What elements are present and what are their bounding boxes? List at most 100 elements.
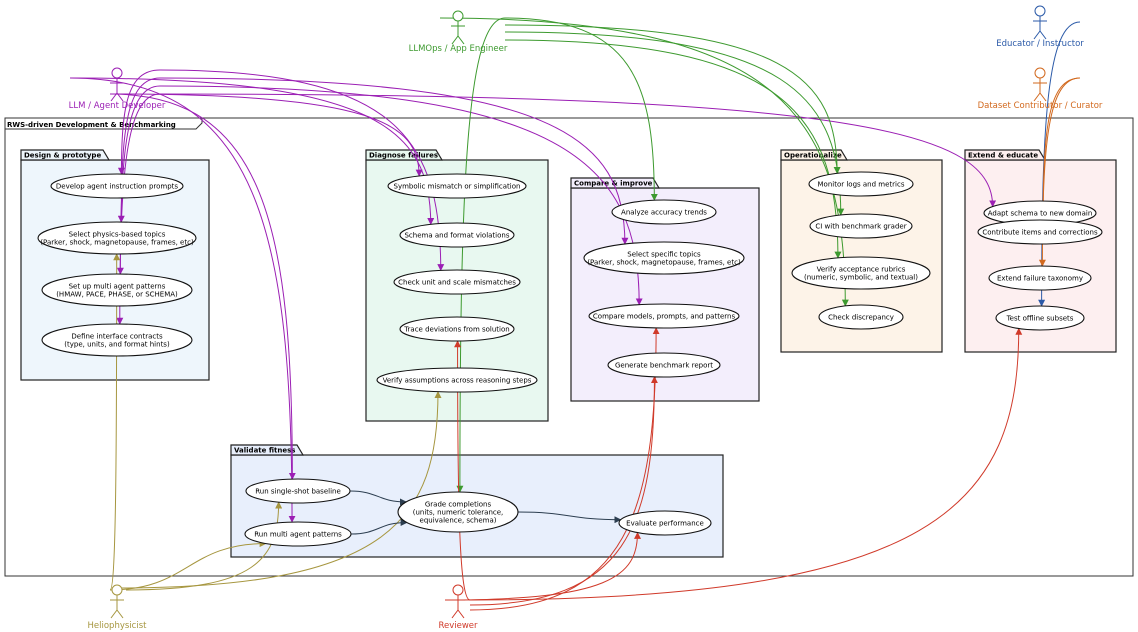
usecase-label: Contribute items and corrections <box>982 229 1098 237</box>
link-hel-to-g5 <box>117 390 442 589</box>
usecase-oval[interactable] <box>41 323 193 357</box>
actor-hel[interactable]: Heliophysicist <box>88 584 148 631</box>
link-dev-to-g3 <box>159 69 445 272</box>
link-rev-to-g4 <box>454 340 471 601</box>
actor-edu[interactable]: Educator / Instructor <box>996 5 1084 49</box>
usecase-oval[interactable] <box>245 478 351 504</box>
usecase-label: Check discrepancy <box>828 314 894 322</box>
link-ops-to-o1 <box>504 24 841 175</box>
usecase-label: Verify assumptions across reasoning step… <box>383 377 532 385</box>
usecase-oval[interactable] <box>399 222 515 248</box>
usecase-g3[interactable]: Check unit and scale mismatches <box>393 269 521 295</box>
usecase-oval[interactable] <box>376 367 538 393</box>
actor-rev[interactable]: Reviewer <box>438 584 478 631</box>
usecase-o4[interactable]: Check discrepancy <box>818 304 904 330</box>
link-dev-to-v2 <box>69 77 296 523</box>
usecase-oval[interactable] <box>41 273 193 307</box>
usecase-label: (HMAW, PACE, PHASE, or SCHEMA) <box>56 291 178 299</box>
link-hel-to-v2 <box>109 540 267 591</box>
usecase-oval[interactable] <box>583 241 745 275</box>
usecase-e3[interactable]: Extend failure taxonomy <box>988 265 1092 291</box>
actor-label-hel: Heliophysicist <box>88 621 148 631</box>
usecase-v4[interactable]: Evaluate performance <box>618 510 712 536</box>
usecase-e2[interactable]: Contribute items and corrections <box>977 219 1103 245</box>
link-rev-to-v4 <box>444 531 642 601</box>
usecase-label: (type, units, and format hints) <box>64 341 170 349</box>
usecase-label: Set up multi agent patterns <box>69 283 166 291</box>
usecase-oval[interactable] <box>399 316 515 342</box>
link-dev-to-c2 <box>159 77 629 245</box>
actors-layer: LLM / Agent Developer LLMOps / App Engine… <box>69 5 1103 631</box>
usecase-oval[interactable] <box>50 173 184 199</box>
actor-label-rev: Reviewer <box>438 621 478 631</box>
package-title-val: Validate fitness <box>234 447 295 455</box>
package-title-ext: Extend & educate <box>968 152 1038 160</box>
system-title: RWS-driven Development & Benchmarking <box>7 121 176 129</box>
usecase-d4[interactable]: Define interface contracts(type, units, … <box>41 323 193 357</box>
usecase-label: (Parker, shock, magnetopause, frames, et… <box>587 259 741 267</box>
link-dev-to-d1 <box>117 69 161 175</box>
usecase-o2[interactable]: CI with benchmark grader <box>809 213 913 239</box>
usecase-label: Trace deviations from solution <box>403 326 509 334</box>
usecase-o3[interactable]: Verify acceptance rubrics(numeric, symbo… <box>791 256 931 290</box>
usecase-o1[interactable]: Monitor logs and metrics <box>808 171 914 197</box>
usecase-g1[interactable]: Symbolic mismatch or simplification <box>387 173 527 199</box>
actor-ops[interactable]: LLMOps / App Engineer <box>409 10 508 54</box>
usecase-v2[interactable]: Run multi agent patterns <box>244 521 352 547</box>
package-title-diag: Diagnose failures <box>369 152 438 160</box>
usecase-oval[interactable] <box>988 265 1092 291</box>
usecase-oval[interactable] <box>37 221 197 255</box>
usecase-c1[interactable]: Analyze accuracy trends <box>611 199 717 225</box>
usecase-c4[interactable]: Generate benchmark report <box>607 352 721 378</box>
package-title-oper: Operationalize <box>784 152 842 160</box>
usecase-oval[interactable] <box>618 510 712 536</box>
usecase-oval[interactable] <box>244 521 352 547</box>
usecase-oval[interactable] <box>808 171 914 197</box>
usecase-c3[interactable]: Compare models, prompts, and patterns <box>588 303 740 329</box>
usecase-e4[interactable]: Test offline subsets <box>995 305 1085 331</box>
actor-dev[interactable]: LLM / Agent Developer <box>69 67 166 111</box>
usecase-oval[interactable] <box>611 199 717 225</box>
usecase-label: (units, numeric tolerance, <box>413 509 504 517</box>
usecase-oval[interactable] <box>809 213 913 239</box>
usecase-v3[interactable]: Grade completions(units, numeric toleran… <box>397 491 519 533</box>
usecase-oval[interactable] <box>977 219 1103 245</box>
usecase-c2[interactable]: Select specific topics(Parker, shock, ma… <box>583 241 745 275</box>
usecase-oval[interactable] <box>397 491 519 533</box>
link-v2-to-v3 <box>350 519 408 535</box>
usecase-label: Analyze accuracy trends <box>621 209 707 217</box>
usecase-label: Check unit and scale mismatches <box>398 279 516 287</box>
usecase-g2[interactable]: Schema and format violations <box>399 222 515 248</box>
usecase-g4[interactable]: Trace deviations from solution <box>399 316 515 342</box>
usecase-d1[interactable]: Develop agent instruction prompts <box>50 173 184 199</box>
usecase-label: Select specific topics <box>627 251 701 259</box>
link-ops-to-o2 <box>504 31 845 216</box>
usecase-label: Run single-shot baseline <box>255 488 341 496</box>
actor-cur[interactable]: Dataset Contributor / Curator <box>978 67 1103 111</box>
usecase-oval[interactable] <box>607 352 721 378</box>
usecase-v1[interactable]: Run single-shot baseline <box>245 478 351 504</box>
usecase-oval[interactable] <box>791 256 931 290</box>
usecase-oval[interactable] <box>995 305 1085 331</box>
usecase-oval[interactable] <box>393 269 521 295</box>
usecase-label: Extend failure taxonomy <box>997 275 1083 283</box>
link-rev-to-e4 <box>469 327 1023 601</box>
usecase-oval[interactable] <box>818 304 904 330</box>
actor-label-cur: Dataset Contributor / Curator <box>978 101 1103 111</box>
link-dev-to-e1 <box>159 93 997 208</box>
usecase-g5[interactable]: Verify assumptions across reasoning step… <box>376 367 538 393</box>
usecases-layer: Develop agent instruction promptsSelect … <box>37 171 1103 547</box>
link-dev-to-v1 <box>109 93 296 480</box>
usecase-d2[interactable]: Select physics-based topics(Parker, shoc… <box>37 221 197 255</box>
usecase-label: Grade completions <box>425 501 492 509</box>
usecase-oval[interactable] <box>387 173 527 199</box>
link-v3-to-v4 <box>517 511 622 524</box>
usecase-label: Select physics-based topics <box>69 231 166 239</box>
usecase-label: CI with benchmark grader <box>815 223 906 231</box>
usecase-label: Adapt schema to new domain <box>988 210 1093 218</box>
usecase-label: Test offline subsets <box>1006 315 1074 323</box>
usecase-label: (numeric, symbolic, and textual) <box>804 274 918 282</box>
usecase-oval[interactable] <box>588 303 740 329</box>
usecase-d3[interactable]: Set up multi agent patterns(HMAW, PACE, … <box>41 273 193 307</box>
